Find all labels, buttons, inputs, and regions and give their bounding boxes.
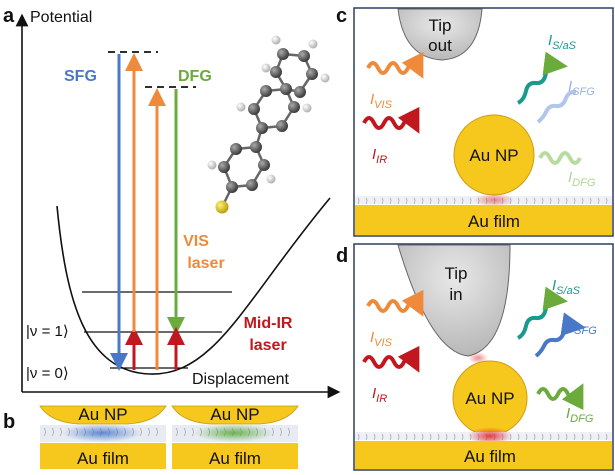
i-dfg-c: IDFG bbox=[568, 169, 596, 189]
np-right-shape bbox=[171, 405, 299, 425]
x-axis-label: Displacement bbox=[192, 371, 289, 388]
panel-c-label: c bbox=[336, 5, 347, 27]
film-right-shape bbox=[172, 443, 298, 469]
vis-laser-label-2: laser bbox=[187, 255, 224, 272]
hotspot-c bbox=[474, 193, 514, 207]
np-right-label: Au NP bbox=[210, 405, 259, 424]
dfg-wave-c bbox=[538, 151, 582, 165]
panel-d-label: d bbox=[336, 245, 348, 267]
panel-b-label: b bbox=[3, 411, 15, 433]
tip-hotspot bbox=[468, 352, 488, 364]
potential-curve bbox=[56, 197, 331, 375]
au-film-d bbox=[355, 441, 612, 469]
i-sas-d: IS/aS bbox=[552, 277, 581, 297]
dfg-label: DFG bbox=[178, 68, 212, 85]
i-vis-d: IVIS bbox=[370, 329, 393, 349]
i-sfg-d: ISFG bbox=[570, 317, 597, 337]
film-left-shape bbox=[40, 443, 166, 469]
sfg-wave-c bbox=[536, 89, 577, 124]
sas-wave-d bbox=[516, 286, 568, 340]
np-label-d: Au NP bbox=[465, 389, 514, 408]
tip-out-shape bbox=[397, 8, 483, 61]
i-ir-d: IIR bbox=[372, 385, 387, 405]
panel-b: b Au NP Au film Au NP Au film bbox=[3, 405, 299, 469]
i-dfg-d: IDFG bbox=[566, 405, 594, 425]
tip-out-line1: Tip bbox=[429, 16, 452, 35]
tip-in-line2: in bbox=[449, 285, 462, 304]
i-sfg-c: ISFG bbox=[568, 78, 595, 98]
molecule-illustration bbox=[207, 35, 330, 214]
sfg-wave-d bbox=[534, 312, 586, 358]
ir-laser-label-2: laser bbox=[249, 337, 286, 354]
panel-a: a Potential Displacement |ν = 1⟩ |ν = 0⟩… bbox=[3, 5, 341, 399]
ir-wave-d bbox=[362, 345, 420, 373]
level-v0-label: |ν = 0⟩ bbox=[26, 365, 69, 382]
level-v1-label: |ν = 1⟩ bbox=[26, 323, 69, 340]
np-left-shape bbox=[39, 405, 167, 425]
film-right-label: Au film bbox=[209, 449, 261, 468]
film-left-label: Au film bbox=[77, 449, 129, 468]
tip-in-line1: Tip bbox=[445, 264, 468, 283]
vis-wave-d bbox=[366, 289, 424, 317]
sas-wave-c bbox=[516, 51, 568, 105]
ir-wave-c bbox=[362, 106, 420, 134]
panel-a-label: a bbox=[3, 5, 15, 27]
junction-right: Au NP Au film bbox=[171, 405, 299, 469]
y-axis-label: Potential bbox=[30, 9, 92, 26]
np-left-label: Au NP bbox=[78, 405, 127, 424]
tip-out-line2: out bbox=[428, 36, 452, 55]
junction-left: Au NP Au film bbox=[39, 405, 167, 469]
panel-d: d Tip in Au NP Au film IVIS IIR IS/aS IS… bbox=[336, 243, 614, 471]
ir-laser-label-1: Mid-IR bbox=[244, 315, 293, 332]
hotspot-blue bbox=[62, 424, 142, 442]
i-sas-c: IS/aS bbox=[548, 32, 577, 52]
film-label-d: Au film bbox=[464, 447, 516, 466]
vis-laser-label-1: VIS bbox=[183, 233, 209, 250]
i-ir-c: IIR bbox=[372, 146, 387, 166]
np-label-c: Au NP bbox=[469, 146, 518, 165]
au-film-c bbox=[355, 205, 612, 235]
i-vis-c: IVIS bbox=[370, 91, 393, 111]
hotspot-d bbox=[468, 427, 512, 445]
sfg-label: SFG bbox=[64, 68, 97, 85]
vis-wave-c bbox=[366, 51, 424, 79]
hotspot-green bbox=[194, 424, 274, 442]
dfg-wave-d bbox=[536, 383, 584, 411]
film-label-c: Au film bbox=[468, 212, 520, 231]
panel-c: c Tip out Au NP Au film IVIS IIR IS/aS I… bbox=[336, 5, 614, 237]
